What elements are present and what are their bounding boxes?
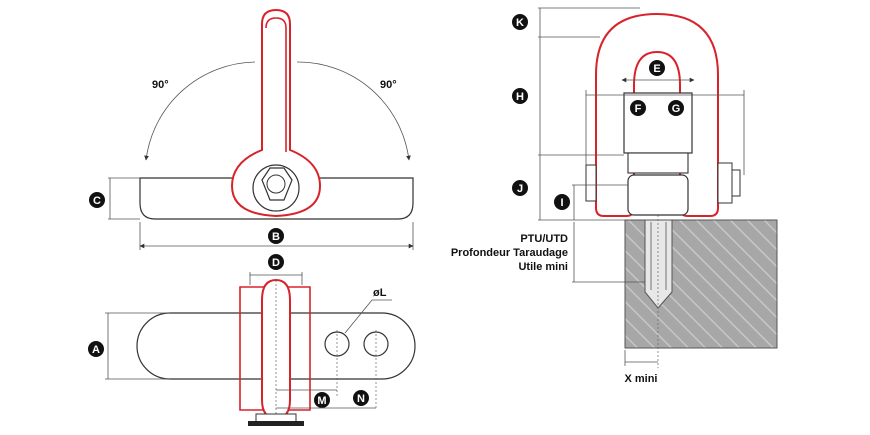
thread-depth-line1: PTU/UTD xyxy=(520,233,568,245)
dim-j-badge xyxy=(512,180,528,196)
dim-a-label: A xyxy=(92,344,100,356)
dim-k-label: K xyxy=(516,17,524,29)
dim-d-badge xyxy=(268,254,284,270)
dim-n-label: N xyxy=(357,393,365,405)
dim-b-badge xyxy=(268,228,284,244)
dim-d-label: D xyxy=(272,257,280,269)
side-pin-end xyxy=(731,169,741,197)
angle-left-label: 90° xyxy=(152,79,169,91)
dim-h-label: H xyxy=(516,91,524,103)
hole-diameter-label: øL xyxy=(373,287,387,299)
dim-f-label: F xyxy=(635,103,642,115)
front-shackle-inner xyxy=(265,17,287,152)
thread-depth-line3: Utile mini xyxy=(518,261,568,273)
front-shackle xyxy=(230,8,322,218)
dim-j-label: J xyxy=(517,183,523,195)
side-view: K H J I PTU/UTD Profondeur Taraudage Uti… xyxy=(451,7,778,385)
dim-b-label: B xyxy=(272,231,280,243)
dim-n-badge xyxy=(353,390,369,406)
plan-base-washer xyxy=(248,421,304,426)
angle-right-label: 90° xyxy=(380,79,397,91)
side-pin-left xyxy=(585,164,597,202)
tapped-hole xyxy=(644,219,673,309)
front-bolt-head xyxy=(266,174,286,194)
dim-c-label: C xyxy=(93,195,101,207)
dim-e-badge xyxy=(649,60,665,76)
thread-depth-line2: Profondeur Taraudage xyxy=(451,247,568,259)
front-view: 90° 90° C B xyxy=(89,8,414,250)
x-mini-label: X mini xyxy=(624,373,657,385)
swivel-collar xyxy=(627,152,689,174)
plan-view: D øL A M N xyxy=(88,254,416,426)
swivel-arc-right xyxy=(296,61,411,161)
dim-g-label: G xyxy=(672,103,681,115)
hole-leader xyxy=(344,299,373,334)
side-pin-right xyxy=(717,162,733,204)
plan-nut xyxy=(255,413,297,423)
swivel-nut xyxy=(627,174,689,216)
dim-e-label: E xyxy=(653,63,660,75)
dim-g-badge xyxy=(668,100,684,116)
dim-m-badge xyxy=(314,392,330,408)
dim-i-badge xyxy=(554,194,570,210)
dim-m-label: M xyxy=(317,395,326,407)
dim-h-badge xyxy=(512,88,528,104)
dim-k-badge xyxy=(512,14,528,30)
dim-a-badge xyxy=(88,341,104,357)
dim-c-badge xyxy=(89,192,105,208)
dim-i-label: I xyxy=(560,197,563,209)
swivel-arc-left xyxy=(144,61,256,161)
dim-f-badge xyxy=(630,100,646,116)
